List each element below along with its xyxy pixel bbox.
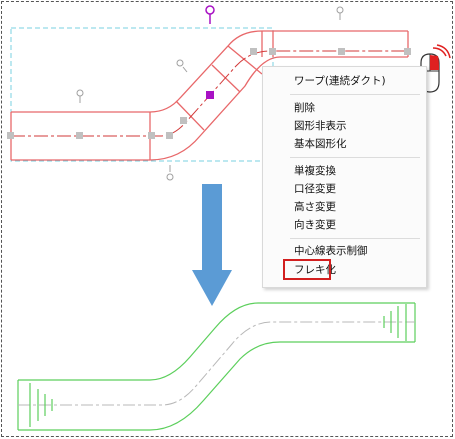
flex-duct-outline [17,302,416,431]
active-grip-handle[interactable] [206,91,214,99]
flex-duct-centerline [18,321,415,406]
menu-item-flex[interactable]: フレキ化 [294,264,336,276]
menu-item-basic-shape[interactable]: 基本図形化 [294,138,347,150]
direction-pins[interactable] [76,6,344,181]
menu-separator [290,94,420,95]
menu-item-height-change[interactable]: 高さ変更 [294,201,336,213]
menu-item-centerline-display[interactable]: 中心線表示制御 [294,245,368,257]
flex-duct-end-markers [29,304,407,427]
menu-item-direction-change[interactable]: 向き変更 [294,219,336,231]
menu-item-delete[interactable]: 削除 [294,102,315,114]
menu-separator [290,238,420,239]
menu-separator [290,157,420,158]
grip-handles[interactable] [7,48,411,139]
top-pin[interactable] [205,5,215,24]
highlight-frame [283,259,331,280]
menu-item-hide-shape[interactable]: 図形非表示 [294,120,347,132]
menu-item-warp-duct[interactable]: ワープ(連続ダクト) [294,75,386,87]
menu-item-single-double[interactable]: 単複変換 [294,165,336,177]
menu-item-diameter-change[interactable]: 口径変更 [294,183,336,195]
context-menu: ワープ(連続ダクト) 削除 図形非表示 基本図形化 単複変換 口径変更 高さ変更… [262,66,427,288]
